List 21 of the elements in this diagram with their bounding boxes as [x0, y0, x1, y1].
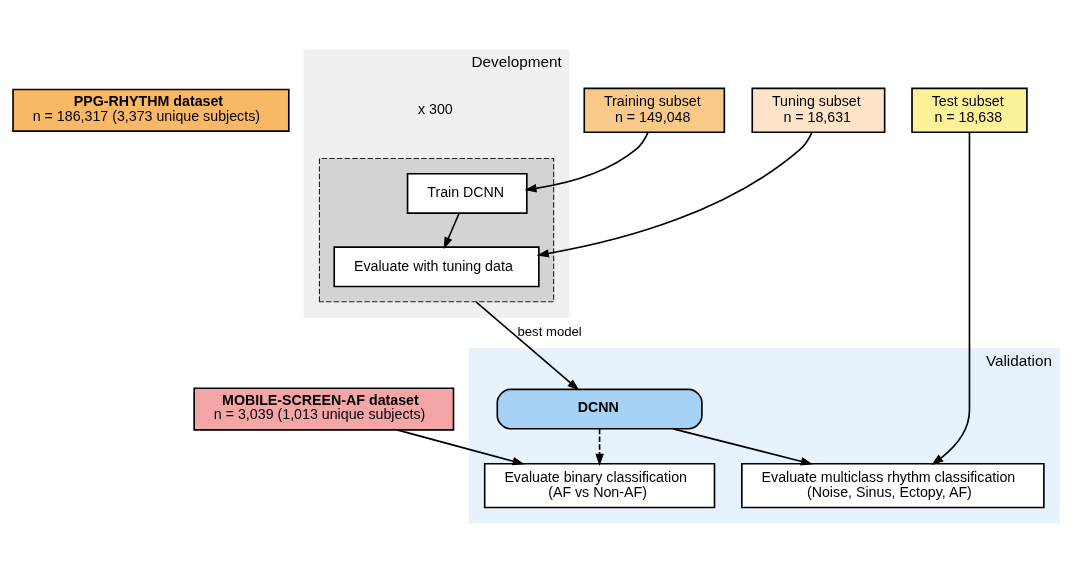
node-box: MOBILE-SCREEN-AF dataset n = 3,039 (1,013 unique subjects): [193, 386, 455, 431]
node-box: Evaluate with tuning data: [333, 245, 540, 287]
node-box: PPG-RHYTHM dataset n = 186,317 (3,373 unique subjects): [12, 88, 290, 132]
arrow: [524, 131, 649, 192]
arrow: [595, 427, 604, 466]
edge-label: best model: [517, 323, 582, 339]
node-box: Tuning subset n = 18,631: [751, 87, 886, 133]
node-box: Test subset n = 18,638: [911, 87, 1028, 133]
node-box: Train DCNN: [406, 172, 528, 214]
node-box: Evaluate multiclass rhythm classification (Noise, Sinus, Ectopy, AF): [741, 462, 1045, 508]
node-box: DCNN: [496, 388, 703, 430]
cluster: [318, 157, 555, 302]
arrow: [443, 211, 460, 249]
label: x 300: [417, 100, 453, 117]
arrow: [536, 131, 813, 258]
arrow: [396, 428, 525, 465]
arrow: [475, 300, 580, 391]
arrow: [931, 131, 971, 465]
node-box: Training subset n = 149,048: [583, 87, 726, 133]
node-box: Evaluate binary classification (AF vs Non-AF): [483, 462, 716, 508]
arrow: [672, 427, 813, 465]
